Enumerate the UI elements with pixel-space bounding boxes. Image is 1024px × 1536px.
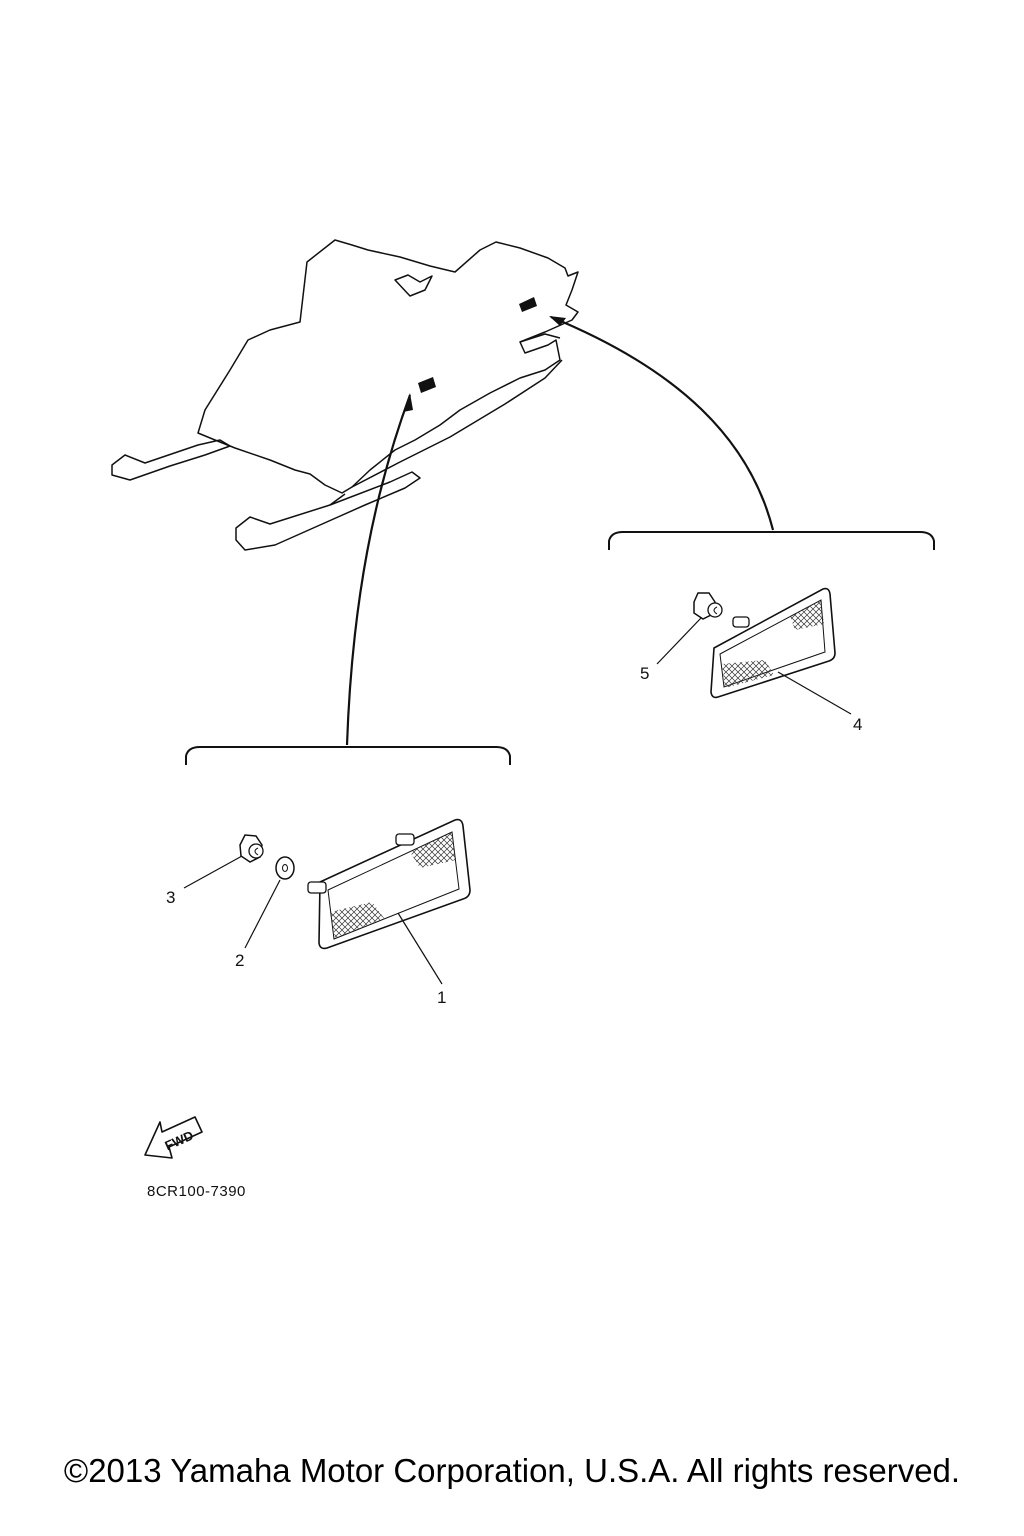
drawing-code: 8CR100-7390 <box>147 1183 246 1200</box>
callout-1: 1 <box>437 988 446 1007</box>
nut-front <box>239 834 264 863</box>
exploded-view-brackets <box>185 531 935 765</box>
reflector-location-marks <box>418 297 537 393</box>
callout-3: 3 <box>166 888 175 907</box>
reflector-front <box>307 818 471 950</box>
callout-5: 5 <box>640 664 649 683</box>
leader-arrowheads <box>403 316 566 412</box>
callout-leaders <box>183 617 852 985</box>
washer <box>275 856 295 880</box>
callout-4: 4 <box>853 715 862 734</box>
fwd-arrow-icon: FWD <box>144 1116 203 1159</box>
nut-rear <box>693 592 723 620</box>
callout-2: 2 <box>235 951 244 970</box>
reflector-rear <box>710 587 836 699</box>
leader-lines <box>345 315 775 746</box>
copyright-notice: ©2013 Yamaha Motor Corporation, U.S.A. A… <box>63 1452 961 1489</box>
snowmobile-outline <box>111 239 579 551</box>
